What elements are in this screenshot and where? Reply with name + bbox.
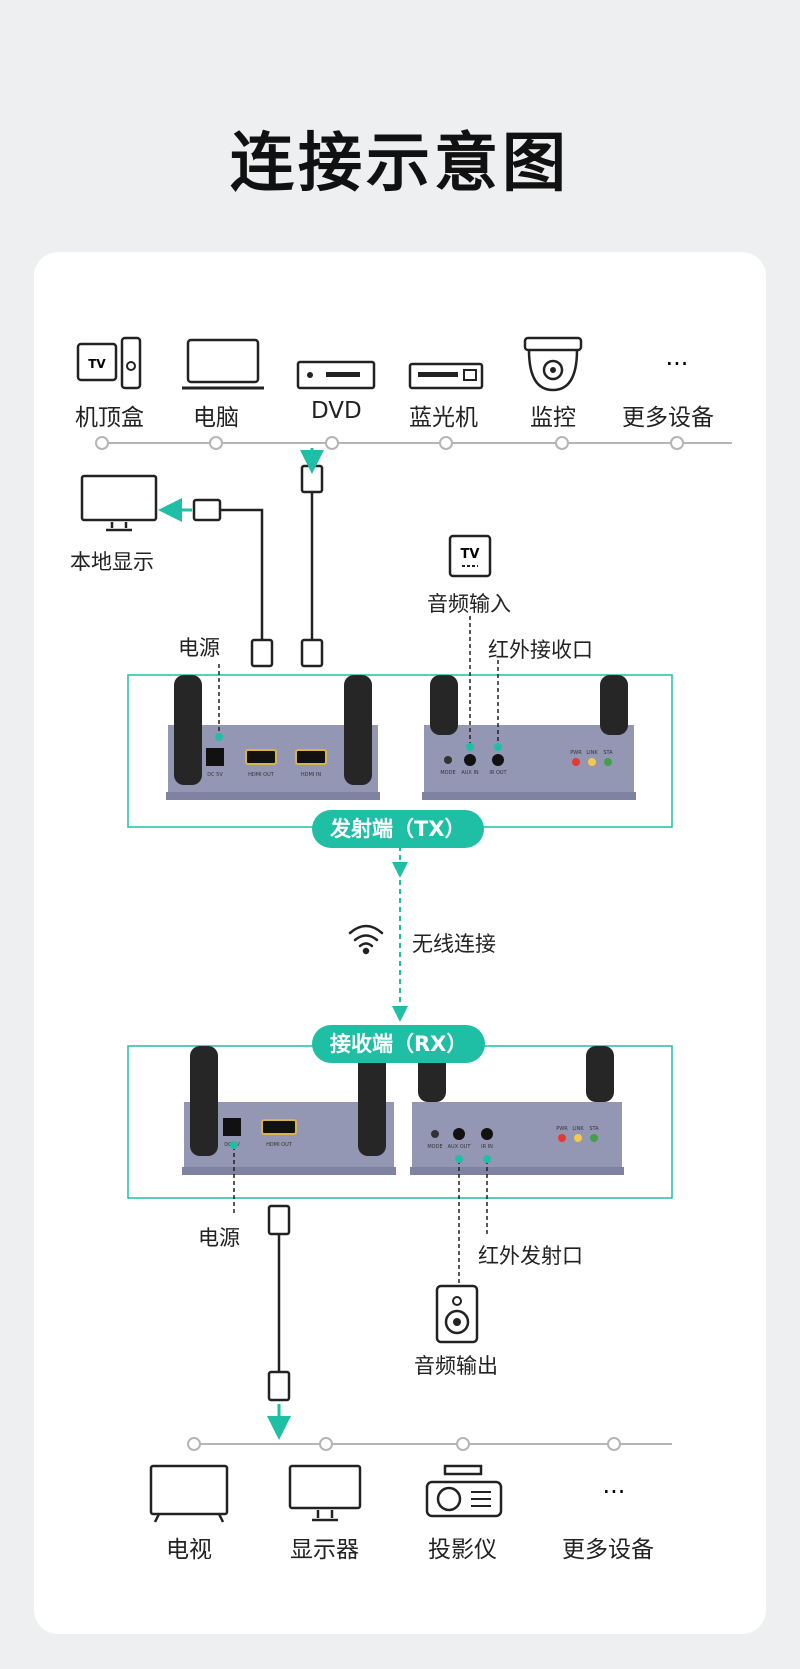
wireless-label: 无线连接 <box>412 932 496 956</box>
more-dots-bottom: ··· <box>603 1478 626 1506</box>
output-label-more: 更多设备 <box>562 1537 654 1563</box>
tx-badge: 发射端（TX） <box>312 810 484 848</box>
source-label-stb: 机顶盒 <box>75 405 144 431</box>
source-label-pc: 电脑 <box>193 405 239 431</box>
source-label-more: 更多设备 <box>622 405 714 431</box>
wifi-icon <box>348 924 384 955</box>
local-display-label: 本地显示 <box>70 550 154 574</box>
rx-device-front: MODE AUX OUT IR IN PWR LINK STA <box>410 1046 624 1175</box>
output-label-tv: 电视 <box>166 1537 212 1563</box>
svg-text:TV: TV <box>88 357 106 371</box>
blu-ray-player-icon <box>408 362 484 390</box>
tv-icon <box>149 1464 229 1523</box>
local-monitor-icon <box>80 474 158 532</box>
hdmi-cable-source <box>300 464 324 668</box>
svg-text:STA: STA <box>603 750 613 756</box>
svg-text:PWR: PWR <box>570 750 582 756</box>
tv-audio-source-icon: TV <box>448 534 492 578</box>
tx-audio-in-label: 音频输入 <box>427 592 511 616</box>
svg-text:LINK: LINK <box>572 1126 584 1132</box>
speaker-icon <box>435 1284 479 1344</box>
svg-text:AUX IN: AUX IN <box>461 770 479 776</box>
svg-text:IR OUT: IR OUT <box>489 770 507 776</box>
hdmi-cable-output <box>267 1204 291 1402</box>
source-label-bluray: 蓝光机 <box>409 405 478 431</box>
svg-text:MODE: MODE <box>440 770 455 776</box>
svg-text:TV: TV <box>461 547 480 562</box>
dvd-player-icon <box>296 360 376 390</box>
tx-ir-receive-label: 红外接收口 <box>488 638 593 662</box>
monitor-icon <box>288 1464 362 1522</box>
output-label-monitor: 显示器 <box>290 1537 359 1563</box>
more-dots-top: ··· <box>666 350 689 378</box>
svg-text:AUX OUT: AUX OUT <box>448 1144 472 1150</box>
tx-power-label: 电源 <box>178 636 220 660</box>
svg-text:LINK: LINK <box>586 750 598 756</box>
source-label-dvd: DVD <box>311 398 362 424</box>
svg-text:DC 5V: DC 5V <box>207 772 223 778</box>
laptop-icon <box>182 338 264 390</box>
rx-badge: 接收端（RX） <box>312 1025 486 1063</box>
rx-ir-emit-label: 红外发射口 <box>478 1244 583 1268</box>
rx-device-back: DC 5V HDMI OUT <box>182 1046 396 1175</box>
svg-text:HDMI OUT: HDMI OUT <box>248 772 275 778</box>
hdmi-cable-local <box>192 498 274 668</box>
source-label-cctv: 监控 <box>530 405 576 431</box>
rx-power-label: 电源 <box>198 1226 240 1250</box>
surveillance-camera-icon <box>523 336 583 392</box>
svg-text:HDMI OUT: HDMI OUT <box>266 1142 293 1148</box>
projector-icon <box>425 1464 503 1518</box>
svg-text:HDMI IN: HDMI IN <box>301 772 321 778</box>
rx-audio-out-label: 音频输出 <box>414 1354 498 1378</box>
svg-text:STA: STA <box>589 1126 599 1132</box>
page-title: 连接示意图 <box>230 127 570 201</box>
set-top-box-icon: TV <box>76 336 142 390</box>
svg-text:IR IN: IR IN <box>481 1144 493 1150</box>
svg-text:MODE: MODE <box>427 1144 442 1150</box>
svg-text:PWR: PWR <box>556 1126 568 1132</box>
tx-device-front: MODE AUX IN IR OUT PWR LINK STA <box>422 675 636 800</box>
tx-device-back: DC 5V HDMI OUT HDMI IN <box>166 675 380 800</box>
output-label-projector: 投影仪 <box>428 1537 497 1563</box>
